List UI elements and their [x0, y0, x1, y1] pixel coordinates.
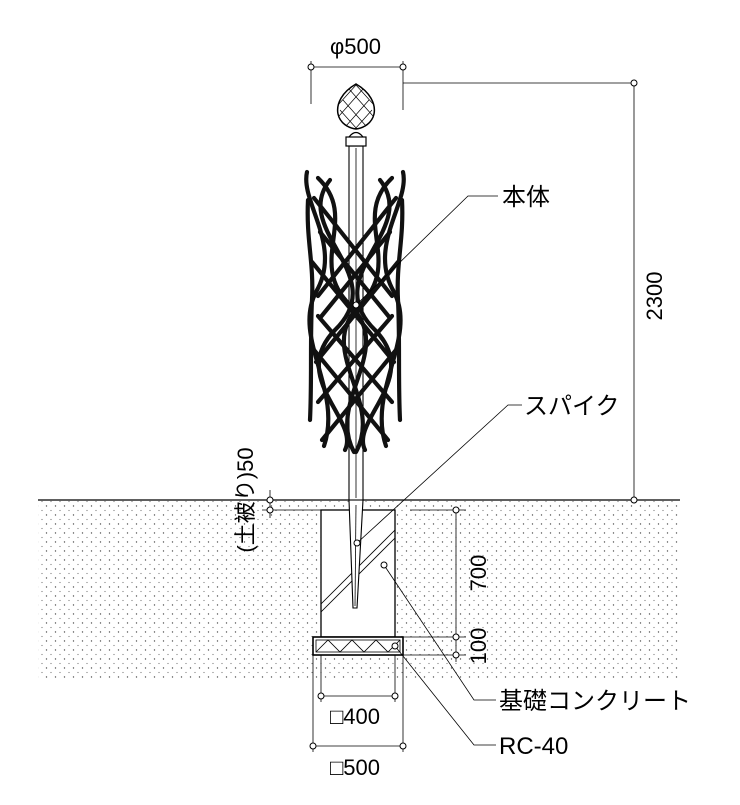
depth-dimension: 700 100 — [395, 506, 491, 665]
diameter-label: φ500 — [330, 34, 381, 59]
base-course-rc40 — [312, 636, 404, 656]
leader-lines — [352, 195, 522, 746]
square-small-label: □400 — [330, 704, 380, 729]
height-label: 2300 — [642, 272, 667, 321]
diameter-dimension: φ500 — [307, 34, 407, 110]
cover-label: (土被り)50 — [233, 447, 258, 552]
lattice-cage — [304, 169, 406, 455]
finial — [336, 83, 376, 147]
base-course-label: RC-40 — [499, 733, 568, 760]
square-large-label: □500 — [330, 755, 380, 780]
foundation-label: 基礎コンクリート — [499, 688, 691, 715]
base-thickness-label: 100 — [466, 628, 491, 665]
height-dimension: 2300 — [403, 79, 667, 504]
depth-label: 700 — [466, 555, 491, 592]
spike-label: スパイク — [524, 393, 620, 420]
cover-dimension: (土被り)50 — [233, 447, 321, 553]
body-label: 本体 — [502, 184, 550, 211]
square-dimensions: □400 □500 — [309, 655, 407, 780]
